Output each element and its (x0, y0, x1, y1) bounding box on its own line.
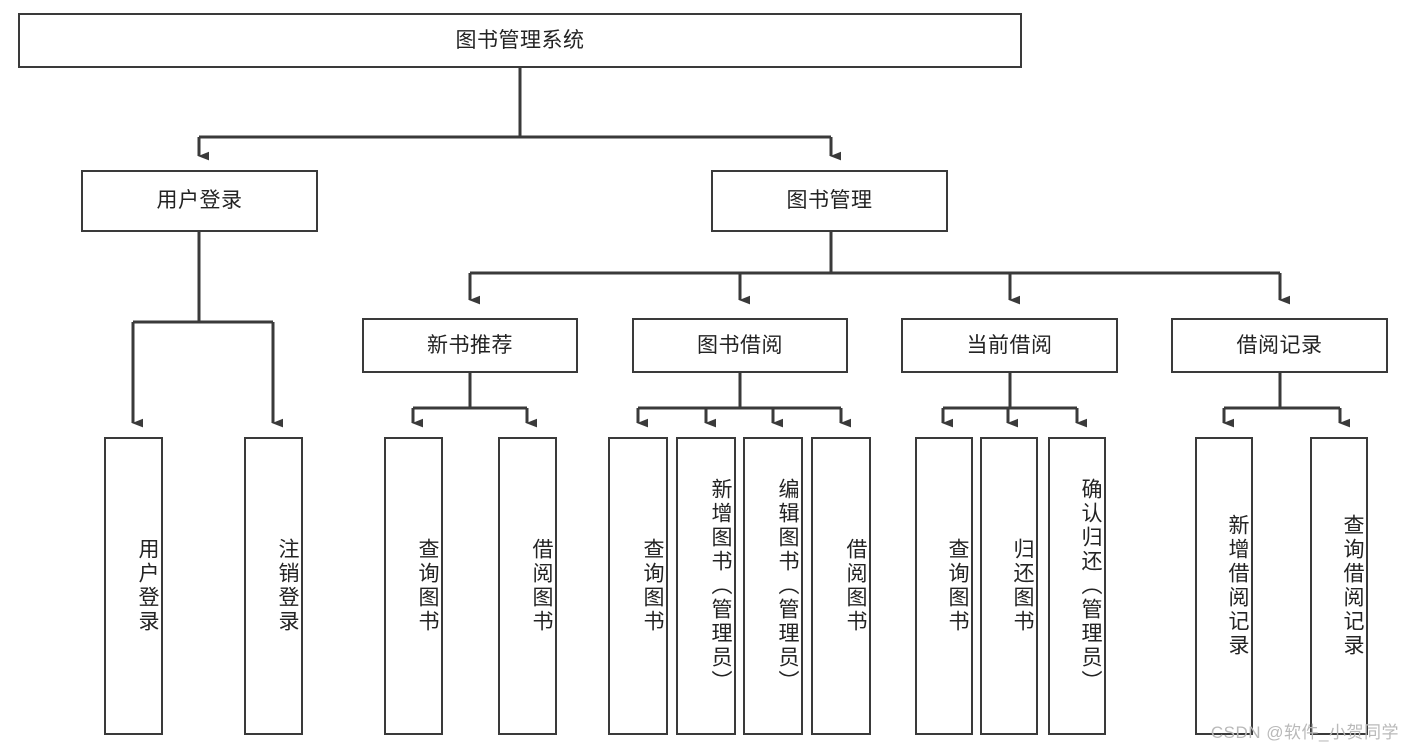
leaf-query-borrow-record[interactable]: 查询借阅记录 (1310, 437, 1368, 735)
leaf-query-borrow-record-label: 查询借阅记录 (1341, 514, 1364, 658)
leaf-add-book-admin-label: 新增图书（管理员） (709, 478, 732, 694)
node-book-borrow[interactable]: 图书借阅 (632, 318, 848, 373)
node-current-borrow-label: 当前借阅 (966, 333, 1053, 357)
leaf-user-logout[interactable]: 注销登录 (244, 437, 303, 735)
node-root[interactable]: 图书管理系统 (18, 13, 1022, 68)
leaf-confirm-return-admin[interactable]: 确认归还（管理员） (1048, 437, 1106, 735)
node-current-borrow[interactable]: 当前借阅 (901, 318, 1118, 373)
leaf-query-book-current[interactable]: 查询图书 (915, 437, 973, 735)
leaf-borrow-book-label: 借阅图书 (844, 538, 867, 634)
leaf-user-login-label: 用户登录 (136, 538, 159, 634)
csdn-watermark: CSDN @软件_小贺同学 (1210, 723, 1399, 742)
leaf-edit-book-admin-label: 编辑图书（管理员） (776, 478, 799, 694)
node-book-management[interactable]: 图书管理 (711, 170, 948, 232)
leaf-confirm-return-admin-label: 确认归还（管理员） (1079, 478, 1102, 694)
leaf-add-book-admin[interactable]: 新增图书（管理员） (676, 437, 736, 735)
node-root-label: 图书管理系统 (455, 28, 585, 52)
leaf-return-book-label: 归还图书 (1011, 538, 1034, 634)
leaf-query-book-newbook-label: 查询图书 (416, 538, 439, 634)
leaf-query-book-borrow[interactable]: 查询图书 (608, 437, 668, 735)
node-user-login[interactable]: 用户登录 (81, 170, 318, 232)
node-new-book-recommend-label: 新书推荐 (427, 333, 513, 357)
leaf-borrow-book-newbook[interactable]: 借阅图书 (498, 437, 557, 735)
leaf-return-book[interactable]: 归还图书 (980, 437, 1038, 735)
leaf-user-logout-label: 注销登录 (276, 538, 299, 634)
leaf-user-login[interactable]: 用户登录 (104, 437, 163, 735)
leaf-query-book-borrow-label: 查询图书 (641, 538, 664, 634)
leaf-query-book-newbook[interactable]: 查询图书 (384, 437, 443, 735)
node-book-borrow-label: 图书借阅 (697, 333, 783, 357)
leaf-edit-book-admin[interactable]: 编辑图书（管理员） (743, 437, 803, 735)
leaf-query-book-current-label: 查询图书 (946, 538, 969, 634)
node-borrow-records[interactable]: 借阅记录 (1171, 318, 1388, 373)
leaf-borrow-book-newbook-label: 借阅图书 (530, 538, 553, 634)
node-new-book-recommend[interactable]: 新书推荐 (362, 318, 578, 373)
node-borrow-records-label: 借阅记录 (1236, 333, 1323, 357)
leaf-add-borrow-record[interactable]: 新增借阅记录 (1195, 437, 1253, 735)
node-user-login-label: 用户登录 (156, 189, 243, 213)
node-book-management-label: 图书管理 (786, 189, 873, 213)
leaf-borrow-book[interactable]: 借阅图书 (811, 437, 871, 735)
leaf-add-borrow-record-label: 新增借阅记录 (1226, 514, 1249, 658)
